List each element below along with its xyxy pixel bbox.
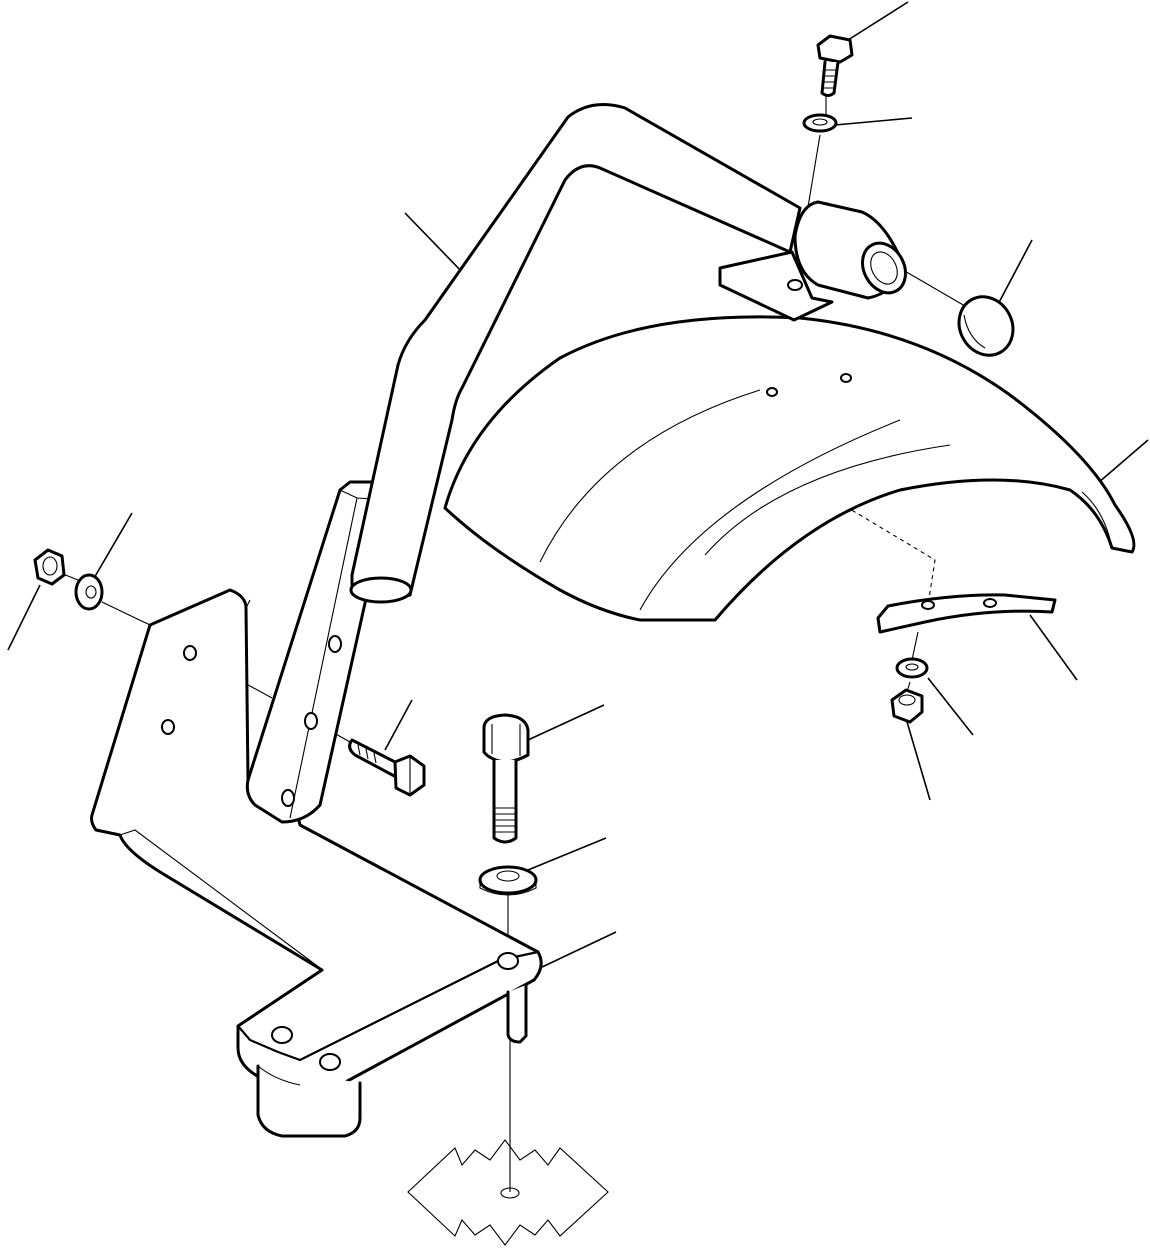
leader-backing-strip xyxy=(1029,614,1078,681)
leader-bracket xyxy=(539,931,617,969)
leader-top-washer xyxy=(834,117,913,126)
washer xyxy=(802,113,838,133)
leader-right-washer xyxy=(927,677,974,736)
washer xyxy=(895,657,929,679)
ground-symbol xyxy=(407,1139,609,1246)
handrail-tube xyxy=(349,103,802,604)
washer xyxy=(478,865,538,896)
tube-mount-bracket xyxy=(90,588,543,1138)
callout-leaders xyxy=(7,1,1149,969)
fender xyxy=(443,315,1136,622)
tube-mount-bracket-top xyxy=(718,200,907,322)
leader-fender xyxy=(1097,439,1149,484)
top-bolt xyxy=(816,34,854,97)
leader-hex-bolt xyxy=(384,699,413,751)
leader-top-bolt xyxy=(847,1,909,41)
leader-left-washer xyxy=(89,512,133,586)
mounting-bolt-large xyxy=(482,713,530,844)
leader-left-nut xyxy=(7,584,41,651)
leader-large-washer xyxy=(527,837,607,871)
end-cap xyxy=(957,295,1015,357)
hex-bolt-small xyxy=(348,738,426,797)
nut xyxy=(890,688,924,724)
washer xyxy=(74,573,104,611)
nut xyxy=(33,548,66,586)
leader-end-cap xyxy=(994,239,1033,311)
leader-large-bolt xyxy=(527,704,605,741)
leader-handrail xyxy=(404,212,466,276)
fender-support-plate xyxy=(876,593,1057,634)
leader-right-nut xyxy=(904,714,931,801)
